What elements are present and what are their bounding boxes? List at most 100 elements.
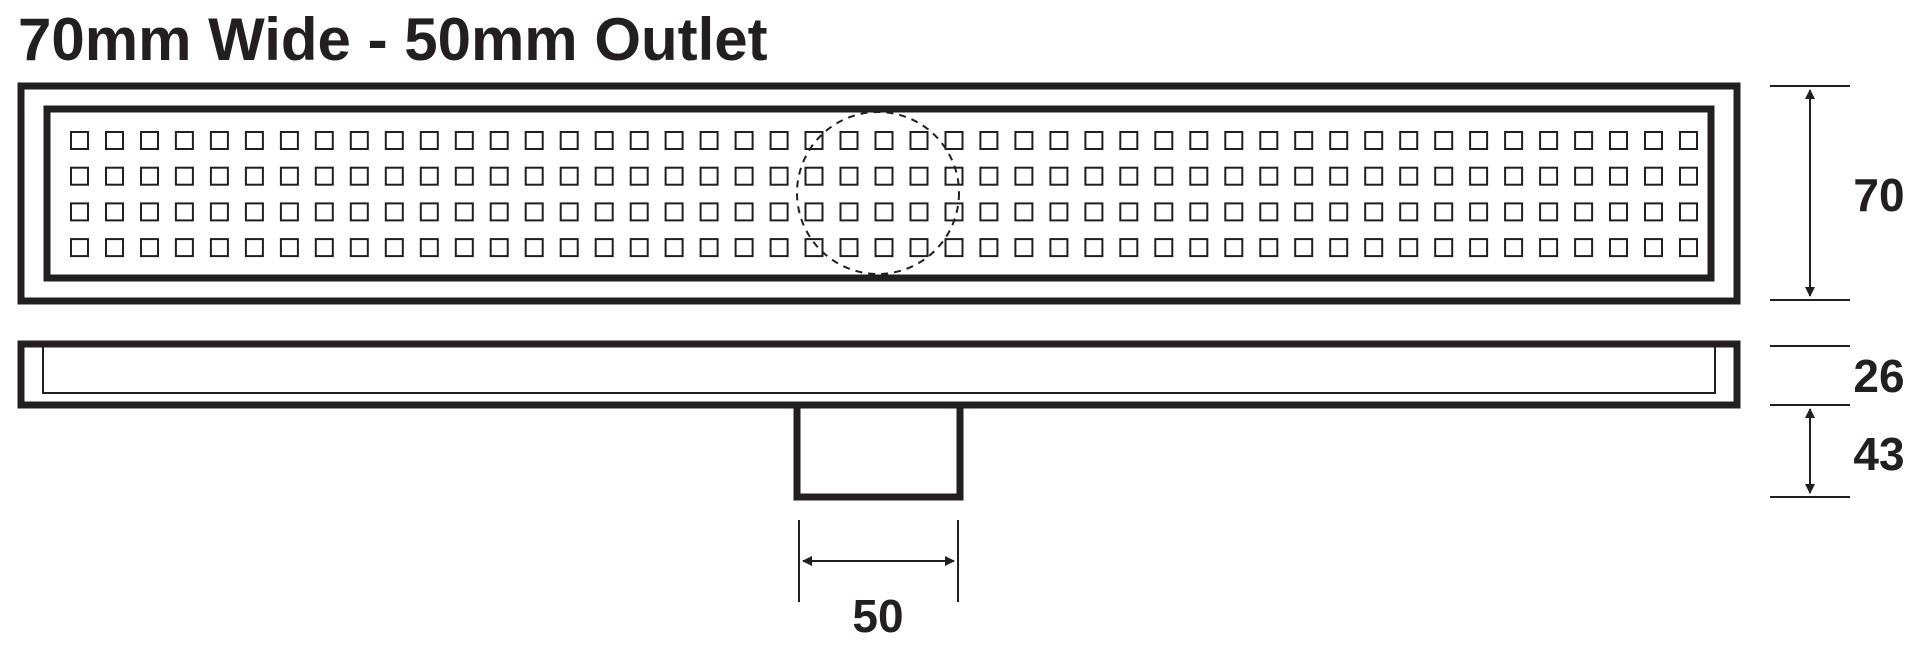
grate-hole [349,202,369,222]
grate-hole [1329,202,1349,222]
grate-hole [1469,202,1489,222]
grate-hole [839,238,859,258]
grate-hole [489,202,509,222]
grate-hole [594,202,614,222]
grate-hole [524,131,544,150]
grate-holes [70,131,1698,258]
grate-hole [1364,131,1384,150]
grate-hole [594,166,614,186]
grate-hole [1119,238,1139,258]
grate-hole [489,238,509,258]
grate-hole [244,238,264,258]
grate-hole [349,131,369,150]
grate-hole [384,131,404,150]
grate-hole [314,131,334,150]
grate-hole [524,166,544,186]
grate-hole [944,202,964,222]
grate-hole [1399,166,1419,186]
top-view [17,82,1741,305]
grate-hole [140,238,159,258]
grate-hole [1679,166,1698,186]
grate-hole [1504,238,1524,258]
drawing-title: 70mm Wide - 50mm Outlet [18,6,768,73]
grate-hole [1679,131,1698,150]
grate-hole [1154,202,1174,222]
grate-hole [664,131,684,150]
grate-hole [874,131,894,150]
dimension-outlet-depth: 43 [1770,408,1905,498]
grate-hole [1609,238,1628,258]
grate-hole [559,238,579,258]
grate-hole [105,238,124,258]
grate-hole [769,238,789,258]
grate-hole [1224,166,1244,186]
grate-hole [1154,238,1174,258]
grate-hole [244,131,264,150]
grate-hole [70,202,89,222]
grate-hole [1504,131,1524,150]
grate-hole [209,238,229,258]
grate-hole [314,238,334,258]
grate-hole [1084,238,1104,258]
grate-hole [909,202,929,222]
grate-hole [559,202,579,222]
grate-hole [454,202,474,222]
grate-hole [1469,131,1489,150]
grate-hole [1539,166,1559,186]
grate-hole [1539,131,1559,150]
grate-hole [629,131,649,150]
dimension-channel-depth: 26 [1770,345,1905,406]
grate-hole [979,238,999,258]
grate-hole [979,131,999,150]
grate-hole [874,166,894,186]
grate-hole [1399,238,1419,258]
grate-hole [1644,238,1663,258]
grate-hole [1014,131,1034,150]
dimension-outlet-width: 50 [798,520,959,642]
grate-hole [1084,202,1104,222]
grate-hole [279,238,299,258]
channel-inner-line [42,347,1716,394]
grate-hole [1259,166,1279,186]
grate-hole [559,131,579,150]
side-view [17,340,1741,501]
grate-hole [1609,202,1628,222]
grate-hole [769,166,789,186]
grate-hole [874,238,894,258]
grate-hole [140,131,159,150]
grate-hole [1189,238,1209,258]
grate-hole [839,202,859,222]
grate-hole [140,202,159,222]
grate-hole [1119,166,1139,186]
grate-hole [209,202,229,222]
grate-hole [1084,166,1104,186]
grate-hole [279,131,299,150]
grate-hole [944,131,964,150]
grate-hole [839,166,859,186]
grate-hole [909,166,929,186]
outlet-depth-value: 43 [1853,428,1904,480]
grate-hole [419,166,439,186]
grate-hole [1049,131,1069,150]
grate-hole [1049,202,1069,222]
grate-hole [1294,166,1314,186]
grate-hole [1259,202,1279,222]
grate-hole [105,202,124,222]
grate-hole [909,238,929,258]
grate-hole [1434,166,1454,186]
grate-hole [804,166,824,186]
outer-frame [17,82,1741,305]
grate-hole [1469,238,1489,258]
grate-hole [734,166,754,186]
grate-hole [1644,166,1663,186]
grate-hole [1224,202,1244,222]
grate-hole [1434,202,1454,222]
grate-hole [1574,202,1594,222]
outlet-pipe [793,408,964,501]
grate-hole [769,131,789,150]
channel-depth-value: 26 [1853,350,1904,402]
grate-hole [664,166,684,186]
grate-hole [1049,238,1069,258]
grate-hole [629,166,649,186]
grate-hole [384,166,404,186]
